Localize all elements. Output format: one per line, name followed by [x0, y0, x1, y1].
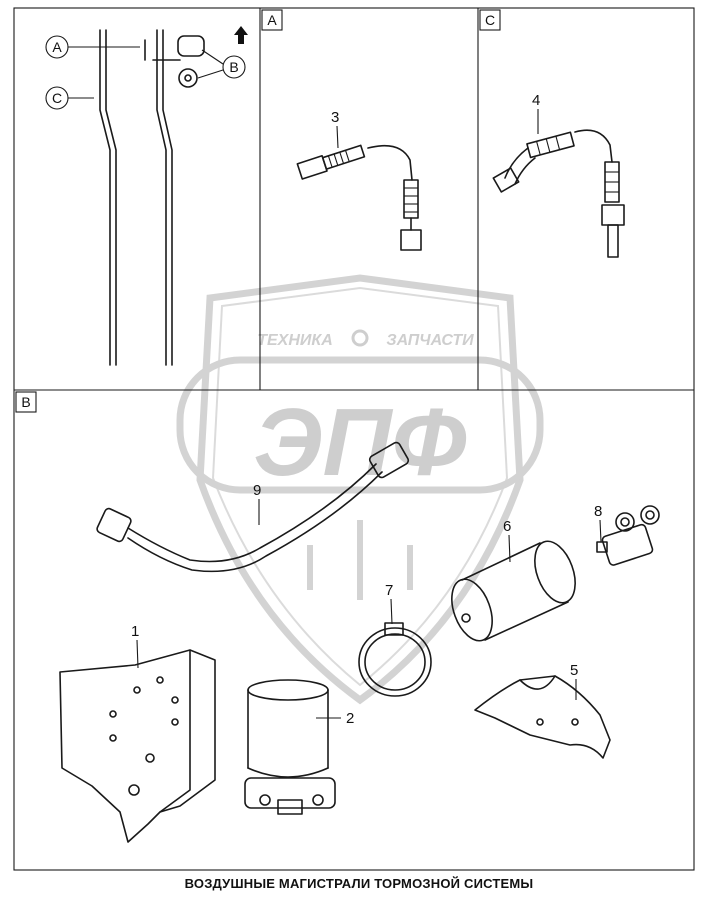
- panel-label-a-text: A: [267, 12, 277, 28]
- part-2-air-dryer: [244, 679, 336, 815]
- arrow-up-icon: [234, 26, 248, 44]
- part-6-air-tank: [451, 540, 576, 642]
- part-number-6: 6: [503, 518, 511, 535]
- overview-callout-b: B: [197, 49, 246, 79]
- panel-label-c: C: [479, 9, 501, 31]
- panel-label-a: A: [261, 9, 283, 31]
- part-9-pipe: [96, 441, 410, 573]
- watermark-logo: ТЕХНИКА ЗАПЧАСТИ ЭПФ: [176, 274, 544, 705]
- part-number-8: 8: [594, 503, 602, 520]
- part-1-bracket-plate: [59, 649, 216, 843]
- part-number-7: 7: [385, 582, 393, 599]
- part-8-fitting: [596, 505, 660, 566]
- part-number-1: 1: [131, 623, 139, 640]
- overview-callout-c-text: C: [52, 90, 62, 106]
- overview-callout-c: C: [45, 86, 94, 110]
- overview-callout-a: A: [45, 35, 140, 59]
- panel-frames: [13, 7, 695, 871]
- watermark-text-right: ЗАПЧАСТИ: [386, 332, 474, 349]
- part-number-9: 9: [253, 482, 261, 499]
- frame-rails-overview: [99, 29, 205, 366]
- panel-label-b-text: B: [21, 394, 30, 410]
- part-number-3: 3: [331, 109, 339, 126]
- overview-callout-b-text: B: [229, 59, 238, 75]
- diagram-caption: ВОЗДУШНЫЕ МАГИСТРАЛИ ТОРМОЗНОЙ СИСТЕМЫ: [184, 876, 534, 891]
- panel-label-b: B: [15, 391, 37, 413]
- part-number-4: 4: [532, 92, 540, 109]
- part-7-clamp: [358, 622, 432, 697]
- gear-icon: [351, 329, 369, 347]
- part-4-hose: [492, 129, 625, 258]
- watermark-text-left: ТЕХНИКА: [257, 332, 333, 349]
- part-number-2: 2: [346, 710, 354, 727]
- part-5-bracket: [474, 675, 611, 759]
- overview-callout-a-text: A: [52, 39, 62, 55]
- part-number-5: 5: [570, 662, 578, 679]
- part-3-hose: [296, 144, 422, 251]
- panel-label-c-text: C: [485, 12, 495, 28]
